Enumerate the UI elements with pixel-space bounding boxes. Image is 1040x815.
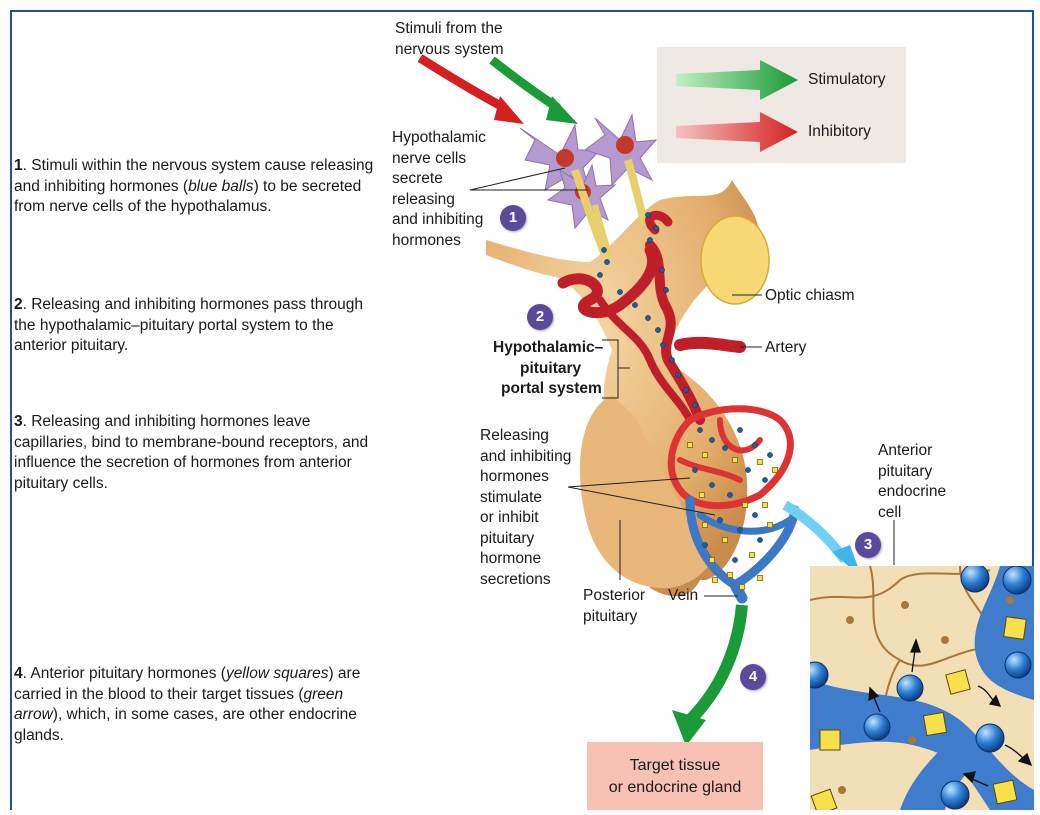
step-badge-3: 3 [855,532,881,558]
post-line-2: pituitary [583,607,645,628]
artery-label: Artery [765,338,806,359]
portal-line-1: Hypothalamic– [493,338,603,359]
inhibitory-arrow-icon [676,112,798,152]
stimuli-label: Stimuli from the nervous system [395,19,504,60]
target-tissue-box: Target tissue or endocrine gland [587,742,763,810]
ant-line-2: pituitary [878,462,946,483]
legend-inhibitory-label: Inhibitory [808,122,871,143]
target-green-arrow-icon [672,605,742,746]
stimuli-label-line2: nervous system [395,40,504,61]
vein-label: Vein [668,586,698,607]
hypo-line-1: Hypothalamic [392,128,486,149]
step-badge-1: 1 [500,205,526,231]
hypo-line-2: nerve cells [392,149,486,170]
rel-line-4: stimulate [480,488,571,509]
portal-line-3: portal system [493,379,603,400]
anterior-pituitary-cell-label: Anterior pituitary endocrine cell [878,441,946,523]
ant-line-4: cell [878,503,946,524]
target-line-1: Target tissue [587,755,763,777]
rel-line-2: and inhibiting [480,447,571,468]
hypo-line-4: releasing [392,190,486,211]
ant-line-1: Anterior [878,441,946,462]
rel-line-7: hormone [480,549,571,570]
stimulatory-arrow-icon [676,60,798,100]
rel-line-8: secretions [480,570,571,591]
rel-line-5: or inhibit [480,508,571,529]
rel-line-3: hormones [480,467,571,488]
optic-chiasm-label: Optic chiasm [765,286,855,307]
hypo-line-5: and inhibiting [392,210,486,231]
portal-line-2: pituitary [493,359,603,380]
step-badge-2: 2 [527,304,553,330]
rel-line-6: pituitary [480,529,571,550]
hypo-line-3: secrete [392,169,486,190]
optic-chiasm-shape [701,216,769,304]
posterior-pituitary-label: Posterior pituitary [583,586,645,627]
portal-system-label: Hypothalamic– pituitary portal system [493,338,603,400]
target-line-2: or endocrine gland [587,777,763,799]
ant-line-3: endocrine [878,482,946,503]
hypothalamic-cells-label: Hypothalamic nerve cells secrete releasi… [392,128,486,251]
endocrine-cell-inset [802,564,1034,815]
post-line-1: Posterior [583,586,645,607]
stimuli-label-line1: Stimuli from the [395,19,504,40]
legend-stimulatory-label: Stimulatory [808,70,886,91]
releasing-hormones-label: Releasing and inhibiting hormones stimul… [480,426,571,590]
hypo-line-6: hormones [392,231,486,252]
rel-line-1: Releasing [480,426,571,447]
step-badge-4: 4 [740,664,766,690]
